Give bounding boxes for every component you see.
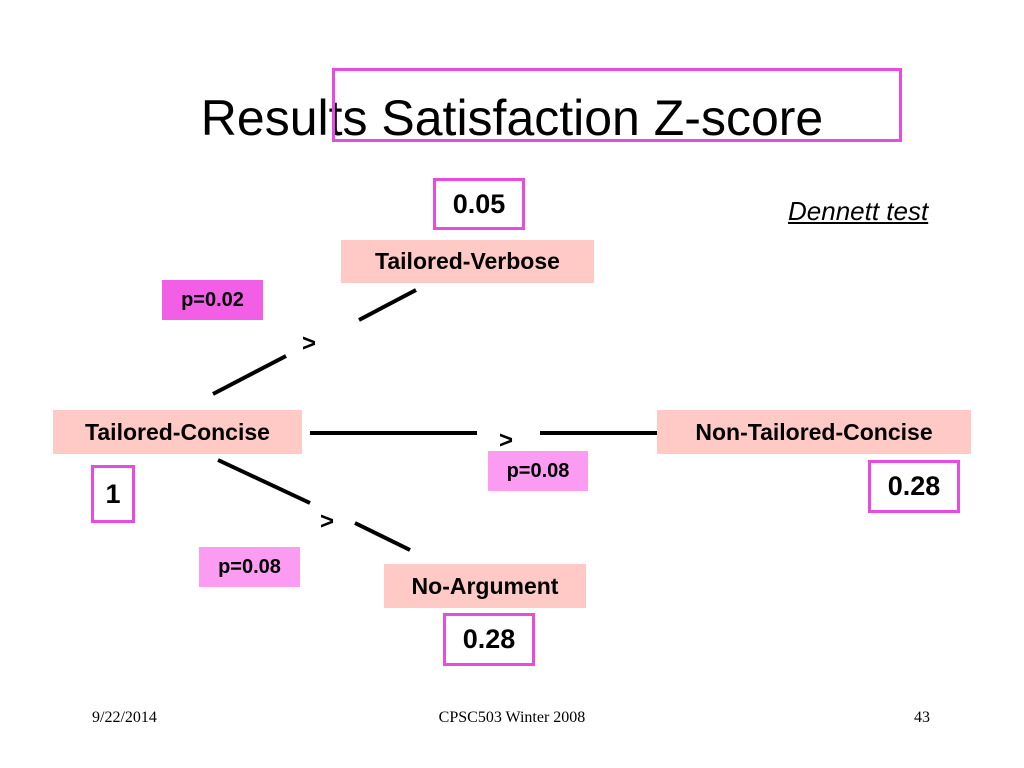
edge-verbose-lower [212,354,287,396]
footer-page-number: 43 [914,709,930,726]
p-value-no-argument: p=0.08 [199,547,300,587]
score-no-argument: 0.28 [443,613,535,666]
score-tailored-verbose: 0.05 [433,178,525,230]
node-non-tailored-concise: Non-Tailored-Concise [657,410,971,454]
slide-title: Results Satisfaction Z-score [200,90,824,146]
title-highlight-box [332,68,902,142]
node-no-argument: No-Argument [384,564,586,608]
edge-noarg-lower [354,521,411,552]
gt-symbol-nontailored: > [499,427,514,454]
p-value-non-tailored: p=0.08 [488,451,588,491]
gt-symbol-noarg: > [320,508,335,535]
edge-verbose-upper [358,288,417,322]
footer-course: CPSC503 Winter 2008 [438,709,586,726]
footer-date: 9/22/2014 [92,709,157,726]
score-tailored-concise: 1 [91,465,135,523]
edge-noarg-upper [217,458,311,505]
node-tailored-verbose: Tailored-Verbose [341,240,594,283]
score-non-tailored-concise: 0.28 [868,460,960,513]
node-tailored-concise: Tailored-Concise [53,410,302,454]
test-label: Dennett test [788,196,929,226]
gt-symbol-verbose: > [302,330,317,357]
p-value-verbose: p=0.02 [162,280,263,320]
